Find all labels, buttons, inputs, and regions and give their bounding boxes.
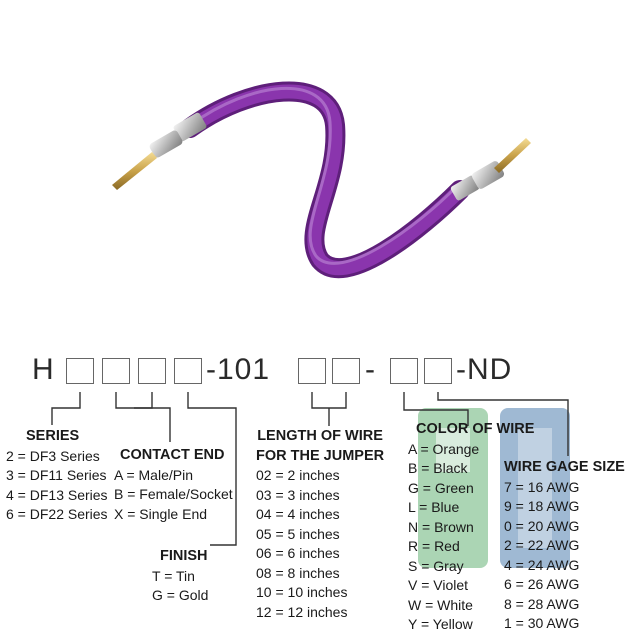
length-item: 06 = 6 inches xyxy=(256,545,340,561)
color-item: V = Violet xyxy=(408,577,469,593)
color-item: N = Brown xyxy=(408,518,474,535)
gage-item: 8 = 28 AWG xyxy=(504,595,580,612)
series-item: 6 = DF22 Series xyxy=(6,506,108,522)
length-item: 10 = 10 inches xyxy=(256,584,348,600)
gage-item: 6 = 26 AWG xyxy=(504,576,580,592)
finish-slot xyxy=(174,358,202,384)
gage-slot xyxy=(424,358,452,384)
length-item: 04 = 4 inches xyxy=(256,506,340,522)
part-number-template: H -101 - -ND xyxy=(32,352,622,392)
gage-item: 1 = 30 AWG xyxy=(504,615,580,631)
contact-end-slot-2 xyxy=(138,358,166,384)
contact-end-legend: CONTACT END A = Male/Pin B = Female/Sock… xyxy=(114,446,233,524)
length-item: 02 = 2 inches xyxy=(256,467,340,483)
series-item: 3 = DF11 Series xyxy=(6,467,107,483)
code-dash: - xyxy=(365,353,376,386)
contact-end-item: A = Male/Pin xyxy=(114,466,193,483)
color-item: Y = Yellow xyxy=(408,616,473,632)
contact-end-heading: CONTACT END xyxy=(120,447,225,463)
series-item: 4 = DF13 Series xyxy=(6,486,108,503)
finish-heading: FINISH xyxy=(160,548,208,564)
left-terminal xyxy=(112,112,207,190)
length-heading-line2: FOR THE JUMPER xyxy=(256,447,385,464)
length-slot-1 xyxy=(298,358,326,384)
color-legend: COLOR OF WIRE A = Orange B = Black G = G… xyxy=(408,420,534,635)
gage-heading: WIRE GAGE SIZE xyxy=(504,459,625,475)
series-legend: SERIES 2 = DF3 Series 3 = DF11 Series 4 … xyxy=(6,427,108,525)
series-item: 2 = DF3 Series xyxy=(6,447,100,464)
contact-end-item: X = Single End xyxy=(114,505,208,522)
gage-item: 9 = 18 AWG xyxy=(504,498,580,514)
finish-legend: FINISH T = Tin G = Gold xyxy=(152,547,208,606)
gage-item: 2 = 22 AWG xyxy=(504,537,580,553)
right-terminal xyxy=(450,138,531,201)
color-item: A = Orange xyxy=(408,440,480,457)
length-slot-2 xyxy=(332,358,360,384)
color-item: W = White xyxy=(408,596,473,613)
code-suffix: -ND xyxy=(456,353,513,386)
gage-legend: WIRE GAGE SIZE 7 = 16 AWG 9 = 18 AWG 0 =… xyxy=(504,458,625,634)
gage-item: 4 = 24 AWG xyxy=(504,556,580,573)
length-item: 05 = 5 inches xyxy=(256,525,340,542)
finish-item: T = Tin xyxy=(152,567,195,584)
jumper-wire-photo xyxy=(112,81,531,278)
color-item: R = Red xyxy=(408,538,460,554)
code-middle: -101 xyxy=(206,353,271,386)
length-item: 12 = 12 inches xyxy=(256,603,348,620)
color-heading: COLOR OF WIRE xyxy=(416,421,535,437)
color-item: L = Blue xyxy=(408,499,460,515)
length-legend: LENGTH OF WIRE FOR THE JUMPER 02 = 2 inc… xyxy=(256,427,384,622)
finish-item: G = Gold xyxy=(152,587,209,603)
contact-end-item: B = Female/Socket xyxy=(114,486,233,502)
length-heading-line1: LENGTH OF WIRE xyxy=(257,428,383,444)
color-item: G = Green xyxy=(408,479,474,496)
series-heading: SERIES xyxy=(26,428,80,444)
gage-item: 0 = 20 AWG xyxy=(504,517,580,534)
color-item: B = Black xyxy=(408,460,468,476)
contact-end-slot-1 xyxy=(102,358,130,384)
length-item: 08 = 8 inches xyxy=(256,564,340,581)
length-item: 03 = 3 inches xyxy=(256,486,340,503)
color-slot xyxy=(390,358,418,384)
series-slot xyxy=(66,358,94,384)
color-item: S = Gray xyxy=(408,557,464,574)
gage-item: 7 = 16 AWG xyxy=(504,478,580,495)
code-prefix: H xyxy=(32,353,55,386)
